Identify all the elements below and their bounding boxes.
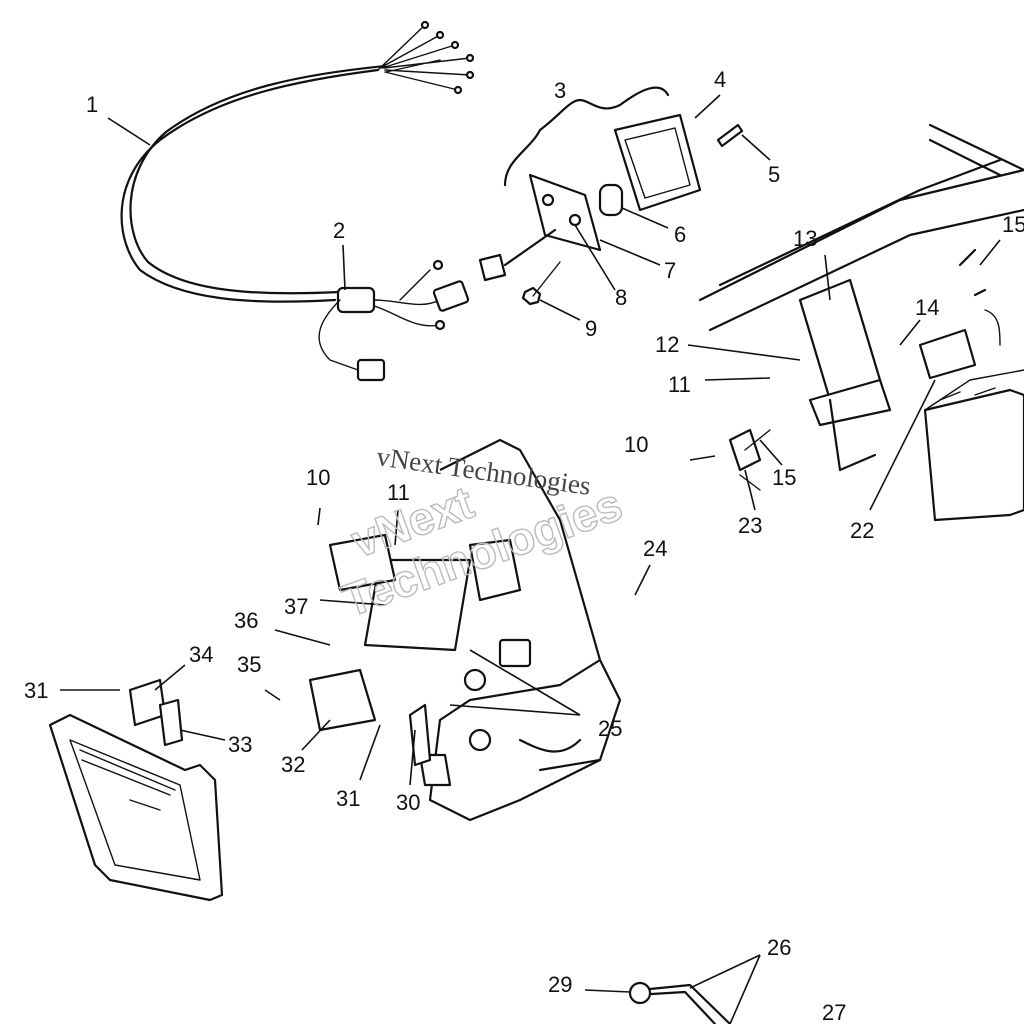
callout-34: 34 [189, 642, 213, 667]
callout-7: 7 [664, 258, 676, 283]
callout-23: 23 [738, 513, 762, 538]
callout-9: 9 [585, 316, 597, 341]
callout-35: 35 [237, 652, 261, 677]
callout-27: 27 [822, 1000, 846, 1024]
callout-10-left: 10 [306, 465, 330, 490]
callout-32: 32 [281, 752, 305, 777]
callout-11-left: 11 [387, 480, 410, 505]
callout-2: 2 [333, 218, 345, 243]
callout-14: 14 [915, 295, 939, 320]
callout-25: 25 [598, 716, 622, 741]
leader-lines [60, 94, 1001, 1024]
callout-31-bottom: 31 [336, 786, 360, 811]
callout-36: 36 [234, 608, 258, 633]
callout-24: 24 [643, 536, 667, 561]
callout-3: 3 [554, 78, 566, 103]
callout-26: 26 [767, 935, 791, 960]
bottom-assembly [628, 981, 732, 1024]
tail-lamp-assembly [478, 86, 744, 306]
callout-31-left: 31 [24, 678, 48, 703]
callout-6: 6 [674, 222, 686, 247]
callout-12: 12 [655, 332, 679, 357]
callout-4: 4 [714, 67, 726, 92]
callout-29: 29 [548, 972, 572, 997]
callout-13: 13 [793, 226, 817, 251]
callout-15-mid: 15 [772, 465, 796, 490]
callout-1: 1 [86, 92, 98, 117]
callout-5: 5 [768, 162, 780, 187]
callout-labels: 1 2 3 4 5 6 7 8 9 10 10 11 11 12 13 14 1… [24, 67, 1024, 1024]
callout-8: 8 [615, 285, 627, 310]
callout-30: 30 [396, 790, 420, 815]
callout-22: 22 [850, 518, 874, 543]
rear-panel [308, 438, 622, 822]
callout-37: 37 [284, 594, 308, 619]
mud-flap [48, 678, 224, 902]
wiring-harness [120, 20, 475, 382]
callout-10-right: 10 [624, 432, 648, 457]
callout-11-right: 11 [668, 372, 691, 397]
vehicle-frame [698, 123, 1024, 522]
callout-15-top: 15 [1002, 212, 1024, 237]
callout-33: 33 [228, 732, 252, 757]
